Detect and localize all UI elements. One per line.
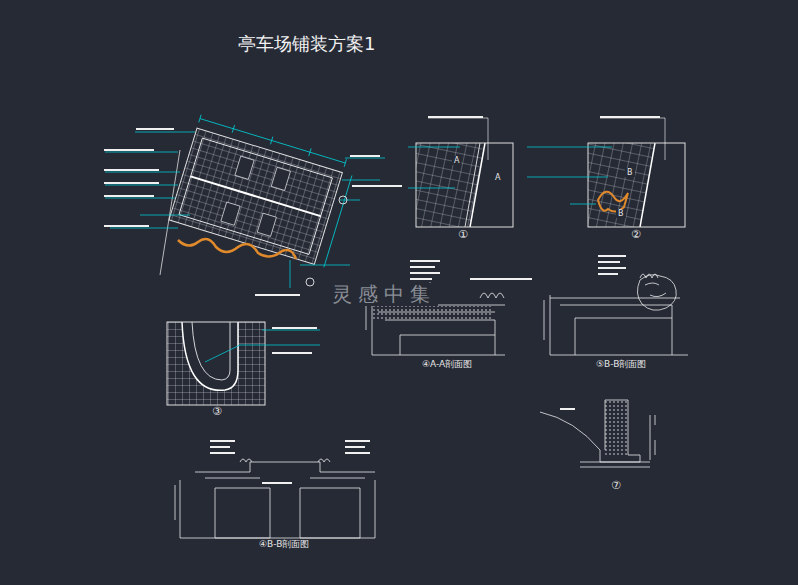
section-mark: A bbox=[452, 156, 461, 165]
callout-number: ③ bbox=[210, 406, 224, 419]
callout-number: ② bbox=[629, 229, 643, 242]
section-title: ④B-B剖面图 bbox=[257, 539, 311, 549]
section-title: ④A-A剖面图 bbox=[420, 359, 474, 369]
section-mark: A bbox=[493, 173, 502, 182]
section-title: ⑤B-B剖面图 bbox=[594, 359, 648, 369]
watermark: 灵感中集 bbox=[330, 283, 438, 306]
section-mark: B bbox=[625, 168, 635, 177]
section-mark: B bbox=[616, 209, 626, 218]
callout-number: ① bbox=[456, 229, 470, 242]
sheet-title: 亭车场铺装方案1 bbox=[238, 34, 375, 55]
callout-number: ⑦ bbox=[609, 480, 623, 493]
